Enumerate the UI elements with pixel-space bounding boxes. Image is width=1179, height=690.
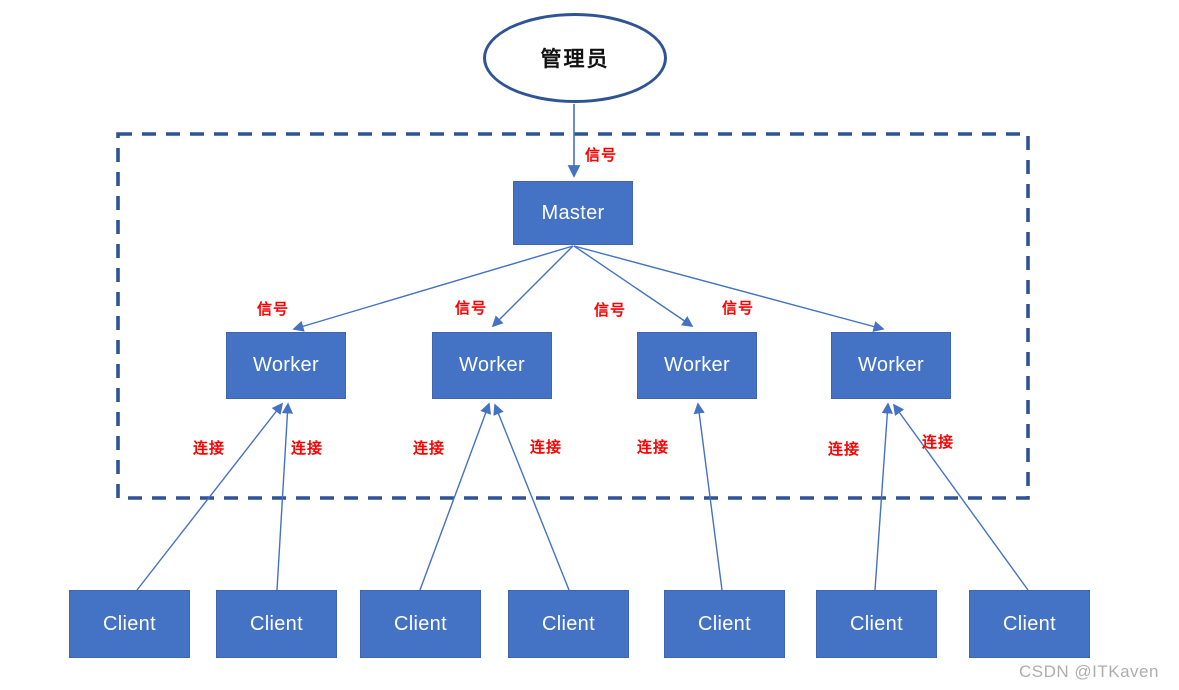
edge-client5-worker3 <box>693 402 723 591</box>
worker-node-1: Worker <box>226 332 346 399</box>
connect-label: 连接 <box>637 439 670 456</box>
dashed-boundary-rect <box>116 132 1030 500</box>
worker-node-4: Worker <box>831 332 951 399</box>
client-node-label: Client <box>850 612 903 635</box>
signal-label: 信号 <box>257 301 290 318</box>
connect-label: 连接 <box>291 440 324 457</box>
worker-node-3: Worker <box>637 332 757 399</box>
edge-client7-worker4 <box>893 403 1029 591</box>
edge-client6-worker4 <box>874 402 893 591</box>
edge-client4-worker2 <box>493 403 570 591</box>
client-node-label: Client <box>103 612 156 635</box>
signal-label: 信号 <box>594 302 627 319</box>
signal-label: 信号 <box>585 147 618 164</box>
worker-node-label: Worker <box>253 354 319 376</box>
edge-master-worker1 <box>292 245 574 332</box>
edge-client2-worker1 <box>276 402 294 591</box>
master-node: Master <box>513 181 633 245</box>
worker-node-label: Worker <box>664 354 730 376</box>
watermark-text: CSDN @ITKaven <box>1019 662 1159 681</box>
client-node-label: Client <box>250 612 303 635</box>
connect-label: 连接 <box>828 441 861 458</box>
client-node-label: Client <box>542 612 595 635</box>
signal-label: 信号 <box>722 300 755 317</box>
edge-master-worker4 <box>573 245 885 332</box>
worker-node-2: Worker <box>432 332 552 399</box>
signal-label: 信号 <box>455 300 488 317</box>
client-node-5: Client <box>664 590 785 658</box>
client-node-1: Client <box>69 590 190 658</box>
admin-node-label: 管理员 <box>540 48 610 71</box>
master-node-label: Master <box>541 201 605 224</box>
client-node-4: Client <box>508 590 629 658</box>
client-node-3: Client <box>360 590 481 658</box>
edge-client3-worker2 <box>419 402 491 591</box>
client-node-label: Client <box>698 612 751 635</box>
connect-label: 连接 <box>922 434 955 451</box>
client-node-7: Client <box>969 590 1090 658</box>
admin-node: 管理员 <box>483 13 667 103</box>
worker-node-label: Worker <box>459 354 525 376</box>
worker-node-label: Worker <box>858 354 924 376</box>
connect-label: 连接 <box>413 440 446 457</box>
connect-label: 连接 <box>193 440 226 457</box>
client-node-label: Client <box>1003 612 1056 635</box>
connect-label: 连接 <box>530 439 563 456</box>
edge-master-worker3 <box>573 245 694 327</box>
client-node-label: Client <box>394 612 447 635</box>
edge-client1-worker1 <box>136 402 284 591</box>
edge-master-worker2 <box>491 245 574 328</box>
client-node-6: Client <box>816 590 937 658</box>
client-node-2: Client <box>216 590 337 658</box>
